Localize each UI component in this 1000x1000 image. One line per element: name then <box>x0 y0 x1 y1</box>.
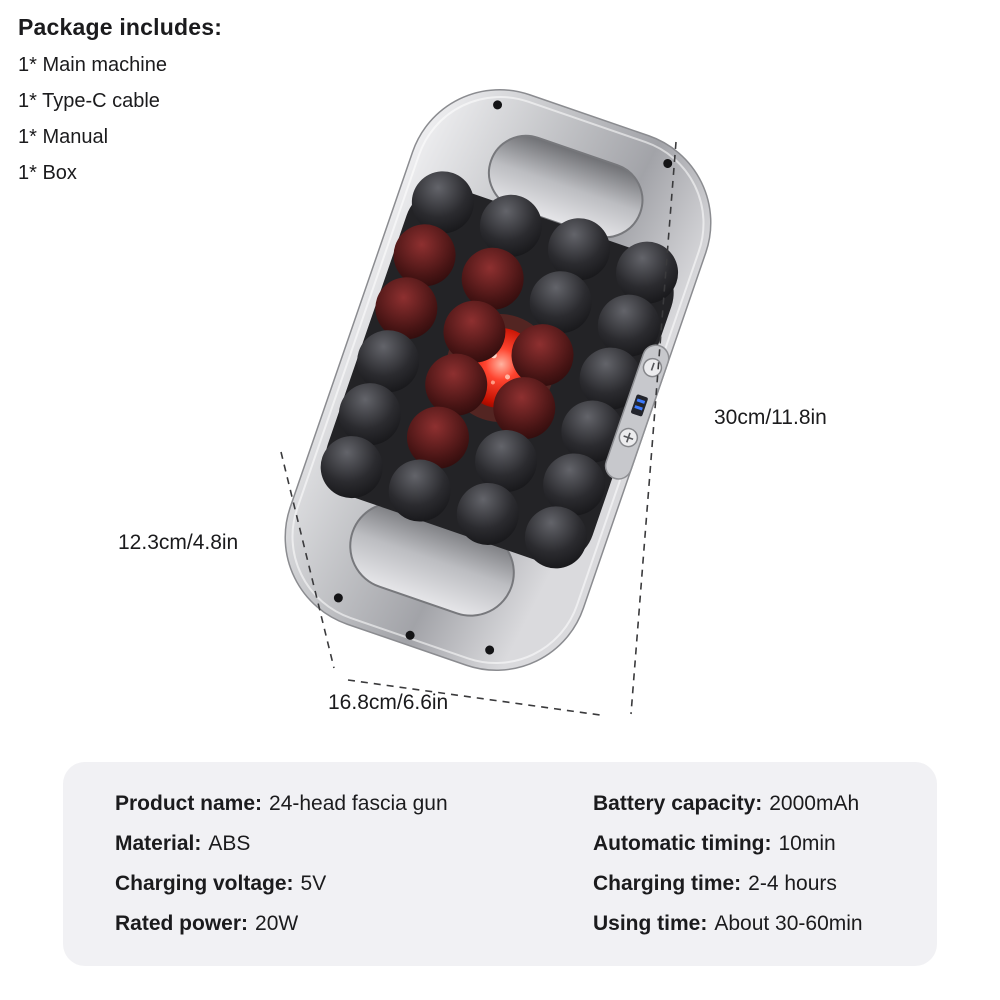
massage-head <box>375 277 438 340</box>
spec-value: 2000mAh <box>769 792 860 815</box>
screw-icon <box>663 158 673 168</box>
dimension-label-length: 30cm/11.8in <box>714 406 827 429</box>
dimension-line-length <box>630 141 677 715</box>
package-item-main-machine: 1* Main machine <box>18 54 167 76</box>
massage-head <box>411 171 474 234</box>
spec-battery-capacity: Battery capacity: 2000mAh <box>593 789 917 819</box>
massage-head <box>543 453 606 516</box>
massage-head <box>616 241 679 304</box>
led-speck <box>505 374 511 380</box>
spec-material: Material: ABS <box>115 829 593 859</box>
dimension-line-depth <box>280 451 335 669</box>
massage-head <box>579 347 642 410</box>
massage-head <box>388 459 451 522</box>
spec-value: 20W <box>255 912 299 935</box>
spec-label: Product name: <box>115 792 263 815</box>
massage-head <box>461 247 524 310</box>
spec-label: Rated power: <box>115 912 249 935</box>
spec-label: Charging time: <box>593 872 742 895</box>
dimension-label-depth: 12.3cm/4.8in <box>118 531 239 554</box>
package-item-manual: 1* Manual <box>18 126 109 148</box>
fascia-gun-device <box>284 88 712 672</box>
massage-head <box>425 353 488 416</box>
led-speck <box>490 380 495 385</box>
spec-label: Charging voltage: <box>115 872 294 895</box>
massage-head <box>547 218 610 281</box>
package-includes-list: Package includes: 1* Main machine 1* Typ… <box>18 14 222 185</box>
massage-head <box>511 324 574 387</box>
massage-head <box>529 271 592 334</box>
screw-icon <box>405 630 415 640</box>
dimension-lines <box>280 141 677 716</box>
spec-label: Material: <box>115 832 202 855</box>
display-screen <box>631 394 648 417</box>
package-item-box: 1* Box <box>18 162 77 184</box>
spec-value: About 30-60min <box>714 912 863 935</box>
spec-label: Automatic timing: <box>593 832 772 855</box>
massage-head <box>597 294 660 357</box>
massage-head <box>357 330 420 393</box>
massage-head <box>475 430 538 493</box>
massage-head <box>561 400 624 463</box>
dimension-label-width: 16.8cm/6.6in <box>328 691 449 714</box>
spec-rated-power: Rated power: 20W <box>115 909 593 939</box>
spec-charging-voltage: Charging voltage: 5V <box>115 869 593 899</box>
dimension-line-width <box>347 679 601 716</box>
spec-panel: Product name: 24-head fascia gun Material… <box>63 762 937 966</box>
spec-column-right: Battery capacity: 2000mAh Automatic timin… <box>593 789 917 939</box>
massage-head <box>320 436 383 499</box>
massage-head <box>493 377 556 440</box>
massage-head <box>443 300 506 363</box>
spec-using-time: Using time: About 30-60min <box>593 909 917 939</box>
massage-head <box>406 406 469 469</box>
spec-value: 2-4 hours <box>748 872 837 895</box>
screws <box>333 100 673 655</box>
massage-head <box>456 482 519 545</box>
spec-charging-time: Charging time: 2-4 hours <box>593 869 917 899</box>
spec-value: 24-head fascia gun <box>269 792 448 815</box>
package-title: Package includes: <box>18 14 223 40</box>
massage-head <box>338 383 401 446</box>
massage-head <box>524 506 587 569</box>
spec-label: Using time: <box>593 912 708 935</box>
screw-icon <box>333 593 343 603</box>
screw-icon <box>485 645 495 655</box>
screw-icon <box>493 100 503 110</box>
package-item-type-c-cable: 1* Type-C cable <box>18 90 160 112</box>
spec-automatic-timing: Automatic timing: 10min <box>593 829 917 859</box>
spec-value: 5V <box>300 872 327 895</box>
spec-value: 10min <box>778 832 836 855</box>
control-panel <box>604 344 670 480</box>
spec-label: Battery capacity: <box>593 792 763 815</box>
massage-heads <box>320 171 679 569</box>
massage-head <box>479 194 542 257</box>
spec-product-name: Product name: 24-head fascia gun <box>115 789 593 819</box>
spec-column-left: Product name: 24-head fascia gun Material… <box>115 789 593 939</box>
massage-head <box>393 224 456 287</box>
spec-value: ABS <box>208 832 251 855</box>
